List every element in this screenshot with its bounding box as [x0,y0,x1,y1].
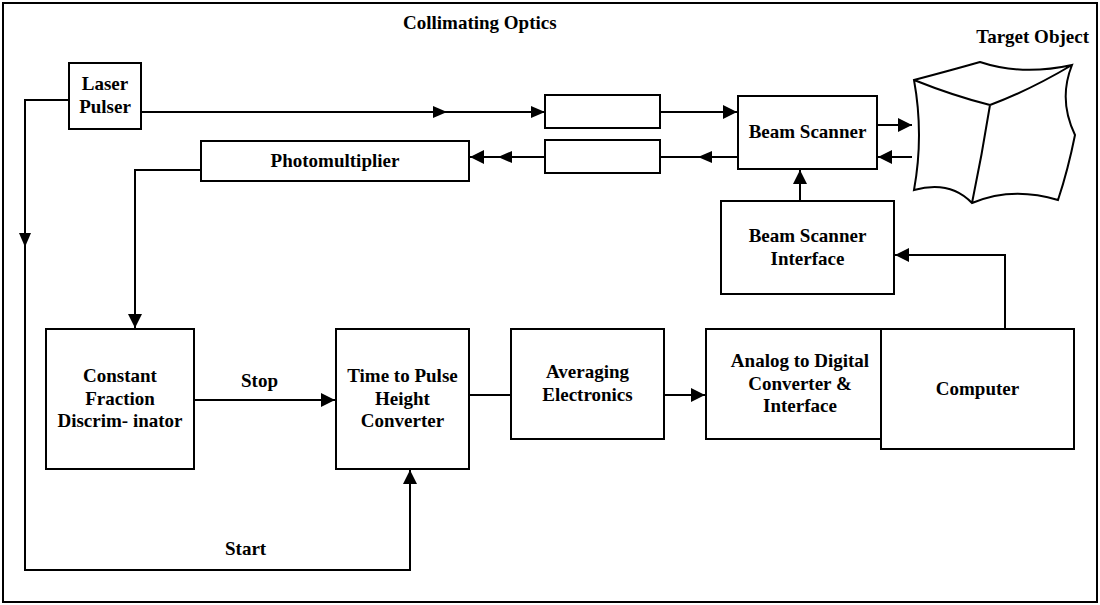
object-outline [914,62,1075,203]
flow-arrowhead [698,151,712,163]
process-box: Averaging Electronics [510,328,665,440]
box-label: Computer [936,378,1019,401]
process-box: Analog to Digital Converter & Interface [705,328,895,440]
flow-arrowhead [19,233,31,247]
signal-label: Stop [238,370,281,393]
signal-label: Start [222,538,269,561]
collimating-lens [545,140,660,173]
signal-connector [799,170,801,200]
process-box: Beam Scanner [737,95,878,170]
signal-connector [135,170,200,328]
process-box: Beam Scanner Interface [720,200,895,295]
box-label: Analog to Digital Converter & Interface [712,350,888,418]
section-label: Collimating Optics [400,12,560,35]
signal-connector [878,156,912,158]
flow-arrowhead [498,151,512,163]
box-label: Time to Pulse Height Converter [342,365,463,433]
box-label: Beam Scanner Interface [727,225,888,271]
signal-connector [895,255,1005,328]
collimating-lens [545,95,660,128]
signal-connector [878,124,912,126]
box-label: Beam Scanner [749,121,867,144]
flow-arrowhead [433,106,447,118]
crumpled-object-outline [912,60,1077,205]
outer-frame [3,3,1097,602]
signal-connector [665,394,705,396]
box-label: Laser Pulser [75,73,135,119]
signal-connector [195,399,335,401]
process-box: Computer [880,328,1075,450]
box-label: Photomultiplier [271,150,400,173]
process-box: Time to Pulse Height Converter [335,328,470,470]
flow-arrowhead [531,106,545,118]
process-box: Constant Fraction Discrim- inator [45,328,195,470]
process-box: Laser Pulser [68,62,142,130]
box-label: Constant Fraction Discrim- inator [52,365,188,433]
box-label: Averaging Electronics [517,361,658,407]
process-box: Photomultiplier [200,140,470,182]
signal-connector [470,394,510,396]
object-heading: Target Object [976,26,1089,49]
target-object: Target Object [912,60,1077,205]
